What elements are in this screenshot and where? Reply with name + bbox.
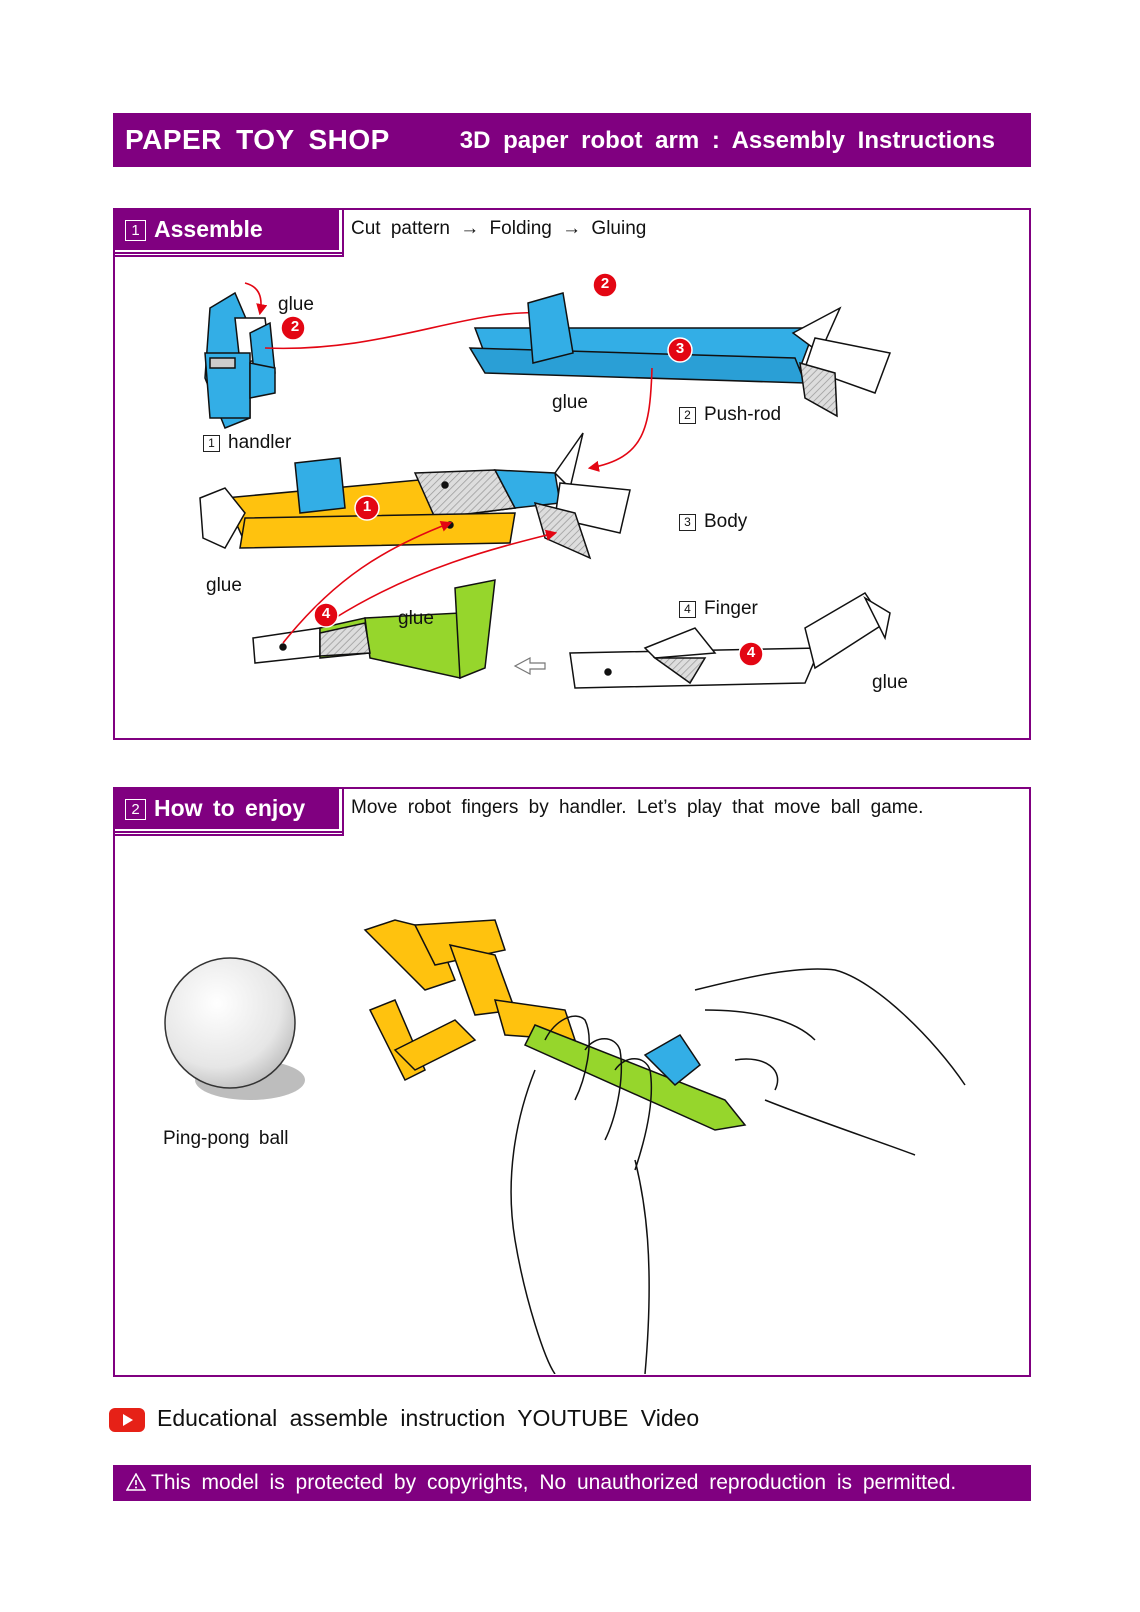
- section-title: Assemble: [154, 216, 263, 242]
- push-rod-text: Push-rod: [704, 404, 782, 425]
- glue-label-finger: glue: [398, 608, 434, 629]
- enjoy-tab: 2 How to enjoy: [113, 787, 343, 833]
- glue-label-handler: glue: [278, 294, 314, 315]
- assemble-description: Cut pattern → Folding → Gluing: [351, 218, 647, 239]
- finger-number: 4: [679, 601, 696, 618]
- section-number: 1: [125, 220, 146, 241]
- youtube-link[interactable]: Educational assemble instruction YOUTUBE…: [157, 1405, 700, 1431]
- header-bar: PAPER TOY SHOP 3D paper robot arm : Asse…: [113, 113, 1031, 167]
- warning-icon: [126, 1473, 146, 1491]
- back-arrow-icon: [513, 657, 546, 675]
- step-markers: [280, 272, 764, 667]
- section-title: How to enjoy: [154, 795, 306, 821]
- step-marker-2b: 2: [600, 275, 610, 292]
- finger-text: Finger: [704, 598, 758, 619]
- section-number: 2: [125, 799, 146, 820]
- tab-shadow: [113, 208, 344, 257]
- step-marker-1: 1: [362, 498, 372, 515]
- connect-arrow-2: [587, 367, 653, 472]
- assembly-diagram: [199, 272, 892, 689]
- glue-label-pushrod: glue: [552, 392, 588, 413]
- copyright-footer: This model is protected by copyrights, N…: [113, 1465, 1031, 1501]
- ping-pong-ball: [164, 957, 305, 1100]
- push-rod-part: [468, 292, 892, 418]
- step-marker-4b: 4: [746, 644, 756, 661]
- handler-number: 1: [203, 435, 220, 452]
- connect-arrow-3: [282, 520, 453, 644]
- shop-title: PAPER TOY SHOP: [125, 124, 390, 155]
- step-marker-2a: 2: [290, 318, 300, 335]
- connect-arrow-1: [264, 306, 548, 350]
- finger-part-assembled: [252, 579, 496, 680]
- finger-label: 4 Finger: [679, 598, 758, 620]
- enjoy-illustration: [164, 919, 966, 1374]
- push-rod-label: 2 Push-rod: [679, 404, 781, 426]
- body-label: 3 Body: [679, 511, 747, 533]
- youtube-icon[interactable]: [109, 1408, 145, 1432]
- body-part: [199, 432, 631, 560]
- connect-arrow-4: [334, 529, 558, 619]
- handler-label: 1 handler: [203, 432, 291, 454]
- glue-label-body: glue: [206, 575, 242, 596]
- step-marker-4a: 4: [321, 605, 331, 622]
- handler-part: [204, 291, 276, 429]
- body-text: Body: [704, 511, 748, 532]
- ball-label: Ping-pong ball: [163, 1128, 289, 1149]
- assemble-tab: 1 Assemble: [113, 208, 343, 254]
- enjoy-description: Move robot fingers by handler. Let’s pla…: [351, 797, 924, 818]
- handler-glue-arrow: [244, 282, 268, 316]
- push-rod-number: 2: [679, 407, 696, 424]
- page-subtitle: 3D paper robot arm : Assembly Instructio…: [459, 127, 995, 154]
- step-marker-3: 3: [675, 340, 685, 357]
- glue-label-finger-flat: glue: [872, 672, 908, 693]
- robot-arm-illustration: [363, 919, 747, 1131]
- handler-text: handler: [228, 432, 292, 453]
- body-number: 3: [679, 514, 696, 531]
- hands-illustration: [510, 968, 966, 1374]
- copyright-text: This model is protected by copyrights, N…: [151, 1471, 957, 1494]
- tab-shadow: [113, 787, 344, 836]
